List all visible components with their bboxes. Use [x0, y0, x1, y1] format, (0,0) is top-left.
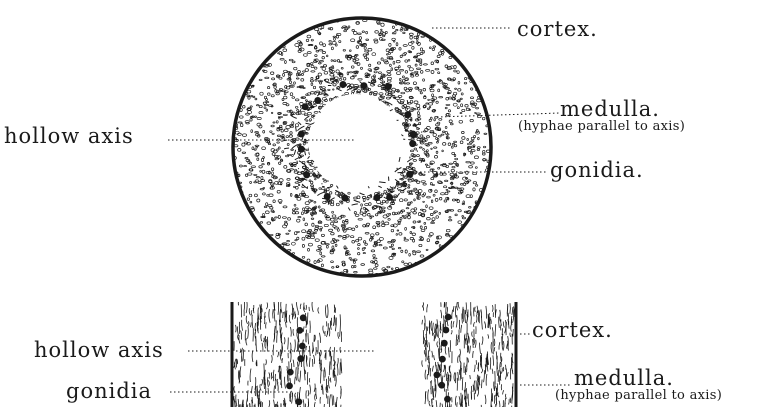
label-gonidia-bottom: gonidia	[66, 381, 152, 402]
label-medulla-top: medulla.	[560, 99, 660, 120]
label-medulla-bottom: medulla.	[574, 368, 674, 389]
label-medulla-note-bottom: (hyphae parallel to axis)	[555, 389, 722, 402]
label-gonidia-top: gonidia.	[550, 160, 644, 181]
cross-section-diagram	[168, 18, 560, 276]
longitudinal-section-diagram	[170, 300, 572, 407]
label-cortex-top: cortex.	[517, 19, 598, 40]
label-cortex-bottom: cortex.	[532, 320, 613, 341]
longitudinal-right-half	[422, 300, 515, 407]
label-hollow-axis-top: hollow axis	[4, 126, 134, 147]
hollow-axis	[310, 96, 402, 188]
label-medulla-note-top: (hyphae parallel to axis)	[518, 120, 685, 133]
longitudinal-left-half	[234, 300, 342, 407]
label-hollow-axis-bottom: hollow axis	[34, 340, 164, 361]
